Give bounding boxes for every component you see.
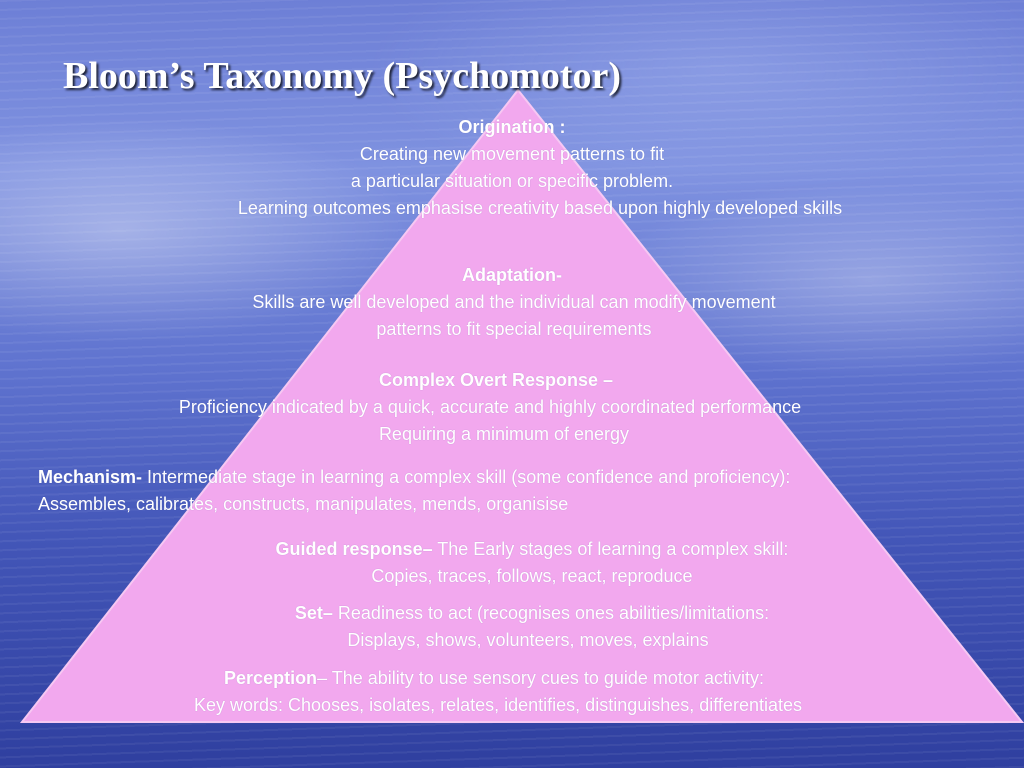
perception-line-1: Perception– The ability to use sensory c… bbox=[0, 665, 1006, 692]
origination-line-1: Creating new movement patterns to fit bbox=[359, 144, 665, 164]
mechanism-line-2: Assembles, calibrates, constructs, manip… bbox=[38, 494, 569, 514]
complex-overt-line-1: Proficiency indicated by a quick, accura… bbox=[178, 397, 802, 417]
mechanism-heading: Mechanism- bbox=[38, 467, 143, 487]
pyramid-triangle bbox=[19, 88, 1024, 723]
set-line-2: Displays, shows, volunteers, moves, expl… bbox=[347, 630, 709, 650]
set-heading: Set– bbox=[294, 603, 333, 623]
guided-line-2: Copies, traces, follows, react, reproduc… bbox=[371, 566, 693, 586]
perception-heading: Perception bbox=[224, 668, 318, 688]
set-line-1: Set– Readiness to act (recognises ones a… bbox=[20, 600, 1024, 627]
set-description: Readiness to act (recognises ones abilit… bbox=[332, 603, 770, 623]
complex-overt-line-2: Requiring a minimum of energy bbox=[378, 424, 630, 444]
slide-title: Bloom’s Taxonomy (Psychomotor) bbox=[63, 55, 622, 97]
origination-line-2: a particular situation or specific probl… bbox=[350, 171, 674, 191]
adaptation-heading: Adaptation- bbox=[462, 265, 562, 285]
adaptation-line-2: patterns to fit special requirements bbox=[376, 319, 652, 339]
perception-description: – The ability to use sensory cues to gui… bbox=[317, 668, 764, 688]
origination-heading: Origination : bbox=[458, 117, 566, 137]
guided-heading: Guided response– bbox=[275, 539, 433, 559]
mechanism-line-1: Mechanism- Intermediate stage in learnin… bbox=[38, 464, 790, 491]
complex-overt-heading: Complex Overt Response – bbox=[378, 370, 614, 390]
guided-description: The Early stages of learning a complex s… bbox=[432, 539, 789, 559]
guided-line-1: Guided response– The Early stages of lea… bbox=[20, 536, 1024, 563]
adaptation-line-1: Skills are well developed and the indivi… bbox=[252, 292, 776, 312]
perception-line-2: Key words: Chooses, isolates, relates, i… bbox=[194, 695, 802, 715]
origination-line-3: Learning outcomes emphasise creativity b… bbox=[237, 198, 843, 218]
mechanism-description: Intermediate stage in learning a complex… bbox=[142, 467, 791, 487]
